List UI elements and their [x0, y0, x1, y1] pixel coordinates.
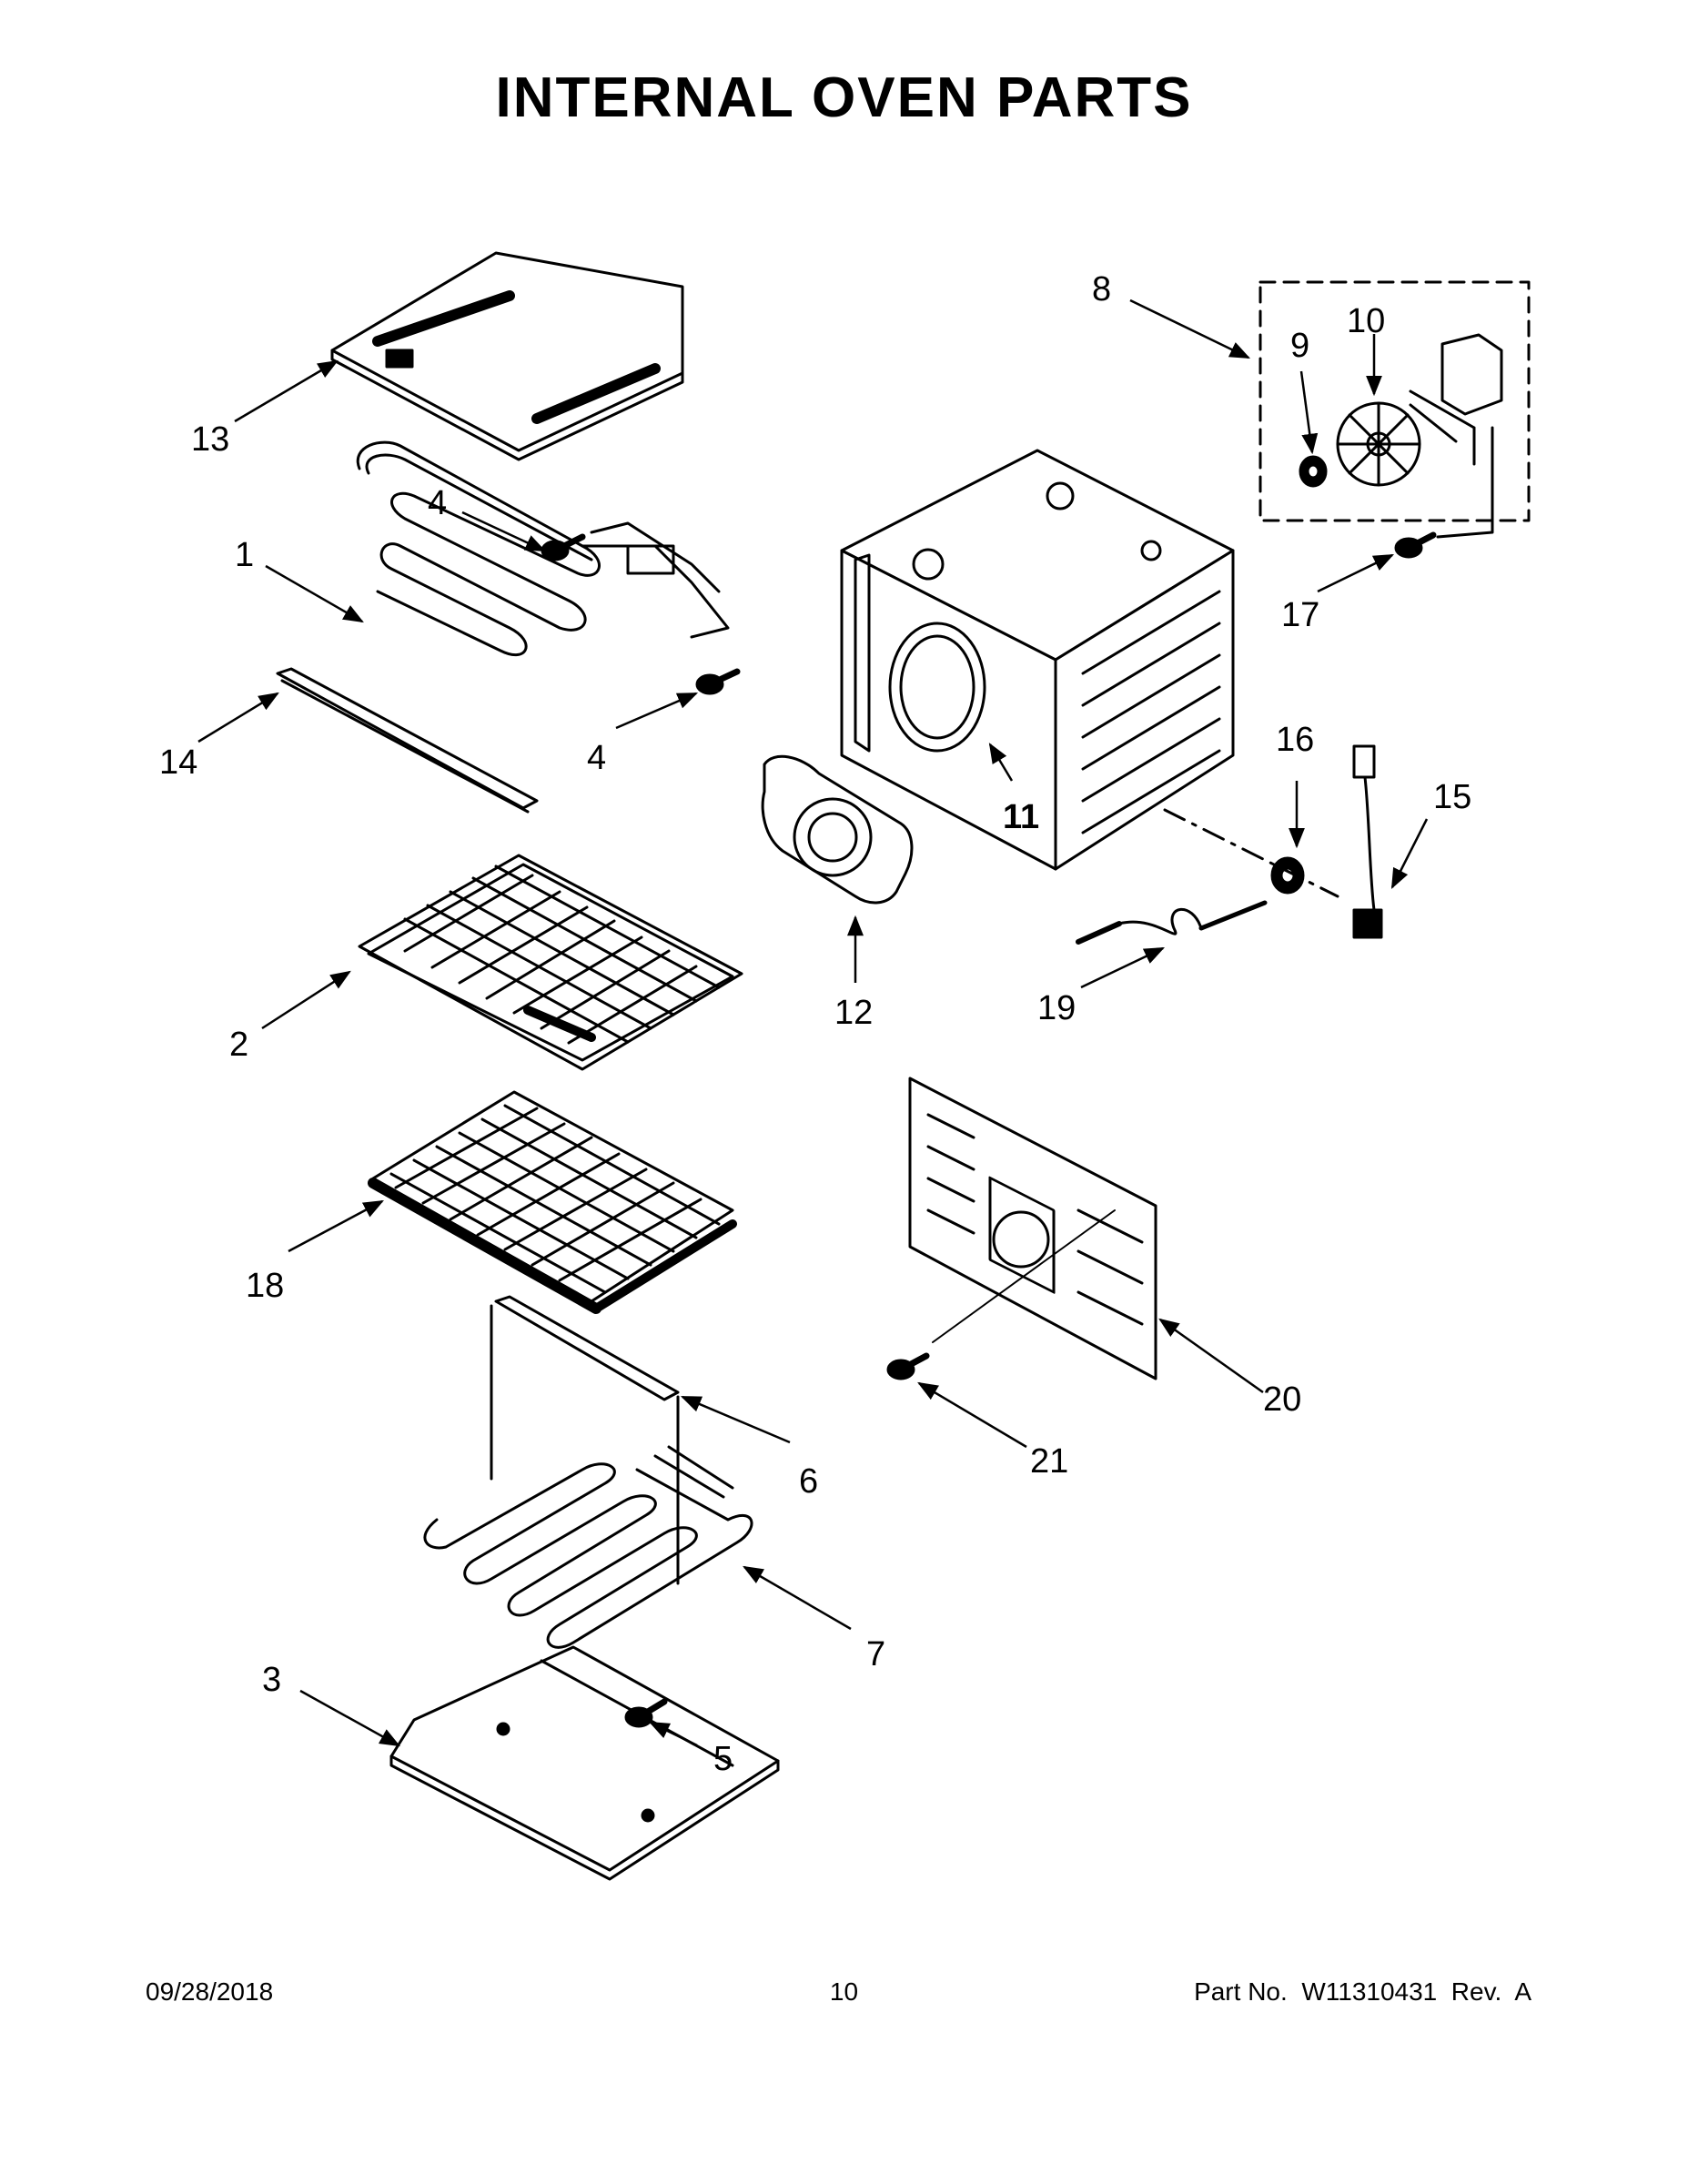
leader-11 [988, 743, 1014, 782]
leader-dashed-sensor [1163, 808, 1339, 898]
callout-11: 11 [1003, 798, 1039, 836]
part-5-screw [624, 1698, 668, 1728]
part-8-fan-assembly-box [1258, 280, 1531, 522]
callout-4a: 4 [428, 484, 447, 522]
part-20-rear-panel [908, 1077, 1157, 1380]
leader-4b [615, 692, 699, 730]
callout-6: 6 [799, 1462, 818, 1501]
leader-19 [1080, 946, 1166, 989]
page-title: INTERNAL OVEN PARTS [495, 66, 1193, 129]
callout-2: 2 [229, 1026, 248, 1064]
part-17-screw [1394, 426, 1494, 559]
leader-13 [234, 359, 339, 423]
leader-21 [917, 1381, 1027, 1449]
callout-19: 19 [1037, 989, 1076, 1027]
callout-13: 13 [191, 420, 229, 459]
callout-4b: 4 [587, 739, 606, 777]
leader-15 [1390, 818, 1429, 890]
footer-part-number: Part No. W11310431 Rev. A [1194, 1977, 1531, 2006]
leader-8 [1129, 298, 1251, 359]
part-1-broil-element [356, 440, 730, 657]
callout-20: 20 [1263, 1380, 1301, 1419]
callout-18: 18 [246, 1267, 284, 1305]
callout-21: 21 [1030, 1442, 1068, 1481]
callout-3: 3 [262, 1661, 281, 1699]
part-4-screw-top [541, 533, 586, 561]
footer-page-number: 10 [829, 1977, 859, 2006]
part-12-convection-cover [761, 754, 914, 905]
callout-16: 16 [1276, 721, 1314, 759]
part-10-fan-blade [1336, 401, 1421, 487]
part-8-fan-motor [1409, 333, 1503, 466]
callout-15: 15 [1433, 778, 1471, 816]
part-13-top-cover-panel [330, 251, 684, 461]
leader-6 [680, 1395, 791, 1444]
leader-1 [265, 564, 364, 623]
leader-2 [261, 970, 351, 1030]
part-19-meat-probe [1076, 900, 1268, 945]
leader-18 [288, 1199, 384, 1253]
leader-5 [648, 1721, 698, 1747]
part-15-temperature-sensor [1352, 744, 1383, 939]
footer-date: 09/28/2018 [146, 1977, 274, 2006]
leader-9 [1299, 370, 1319, 455]
leader-14 [197, 692, 279, 743]
part-21-screw [886, 1209, 1116, 1380]
part-4-screw-bottom [695, 668, 741, 695]
leader-4a [461, 511, 547, 552]
part-7-bake-element [423, 1445, 753, 1649]
callout-14: 14 [159, 743, 197, 782]
part-2-oven-rack [358, 854, 743, 1071]
leader-17 [1317, 553, 1395, 593]
callout-8: 8 [1092, 270, 1111, 308]
leader-20 [1158, 1318, 1264, 1394]
part-14-trim-strip [276, 667, 539, 814]
callout-7: 7 [866, 1635, 885, 1673]
leader-3 [299, 1689, 400, 1747]
callout-12: 12 [834, 994, 873, 1032]
part-18-roll-out-rack [368, 1090, 737, 1314]
callout-1: 1 [235, 536, 254, 574]
part-11-oven-cavity [840, 449, 1235, 871]
leader-7 [743, 1565, 852, 1631]
callout-5: 5 [713, 1740, 733, 1778]
callout-10: 10 [1347, 302, 1385, 340]
part-9-nut [1299, 455, 1328, 488]
callout-17: 17 [1281, 596, 1319, 634]
callout-9: 9 [1290, 327, 1309, 365]
